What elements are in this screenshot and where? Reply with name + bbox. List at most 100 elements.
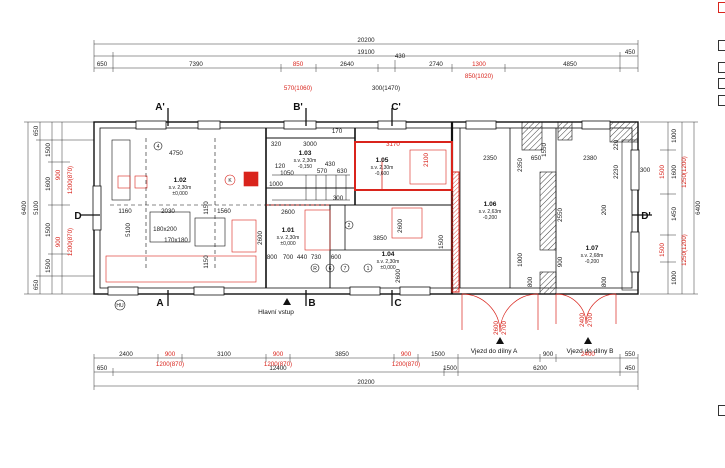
plan-symbols <box>114 141 373 311</box>
dim-left: 1500 <box>45 223 52 237</box>
dimension-label: 1550 <box>541 143 548 157</box>
room-level: ±0,000 <box>380 265 395 271</box>
dim-top-red: 850(1020) <box>465 73 493 80</box>
room-number: 1.03 <box>299 150 312 157</box>
legend-swatch <box>718 40 725 51</box>
symbol-marker <box>325 263 335 273</box>
dim-top: 650 <box>97 61 108 68</box>
dimension-label: 2600 <box>281 209 295 216</box>
symbol-marker <box>310 263 320 273</box>
section-label: B' <box>293 102 303 113</box>
symbol-text: 6 <box>329 266 332 272</box>
dimension-label: 120 <box>275 163 286 170</box>
symbol-text: HU <box>116 303 124 309</box>
dimension-label: 1150 <box>203 255 210 269</box>
section-lines <box>80 108 652 306</box>
dimension-label: 630 <box>337 168 348 175</box>
room-number: 1.04 <box>382 251 395 258</box>
dim-bottom-red: 1200(870) <box>392 361 420 368</box>
dimension-label: 170x180 <box>164 237 188 244</box>
dimension-label: 1500 <box>438 235 445 249</box>
dim-left: 1600 <box>45 177 52 191</box>
dimension-label: 220 <box>613 139 620 150</box>
room-number: 1.06 <box>484 201 497 208</box>
legend-swatch <box>718 78 725 89</box>
legend-swatch <box>718 405 725 416</box>
red-walls <box>266 141 460 293</box>
section-label: A <box>156 298 163 309</box>
dim-right-red: 1500 <box>659 165 666 179</box>
garage-a-label: Vjezd do dílny A <box>471 348 518 355</box>
dimension-label: 2600 <box>395 269 402 283</box>
dim-bottom-overall: 20200 <box>357 379 375 386</box>
room-area: s.v. 2,30m <box>294 158 317 164</box>
dimension-label: 2350 <box>517 158 524 172</box>
dim-top: 7390 <box>189 61 203 68</box>
entry-arrow <box>283 298 291 305</box>
dimension-label: 2100 <box>423 153 430 167</box>
symbol-marker <box>114 299 126 311</box>
garage-door-a-dim: 2600 <box>493 321 500 335</box>
dim-bottom: 2400 <box>119 351 133 358</box>
dim-overall-top-2: 19100 <box>357 49 375 56</box>
dim-right: 1000 <box>671 129 678 143</box>
room-number: 1.02 <box>174 177 187 184</box>
dimension-label: 430 <box>325 161 336 168</box>
dim-top: 850 <box>293 61 304 68</box>
dimension-label: 1560 <box>217 208 231 215</box>
dim-bottom-2: 1500 <box>443 365 457 372</box>
dimension-label: 200 <box>601 204 608 215</box>
dim-bottom-red: 1200(870) <box>156 361 184 368</box>
symbol-text: 4 <box>157 144 160 150</box>
symbol-text: 2 <box>348 223 351 229</box>
symbol-marker <box>344 220 354 230</box>
dimension-label: 2230 <box>613 165 620 179</box>
room-number: 1.01 <box>282 227 295 234</box>
entry-arrow <box>496 337 504 344</box>
room-labels: 1.02 s.v. 2,30m ±0,000 1.03 s.v. 2,30m -… <box>169 150 604 271</box>
dim-bottom-red: 1200(870) <box>264 361 292 368</box>
dim-top: 450 <box>625 49 636 56</box>
dim-top: 4850 <box>563 61 577 68</box>
dim-left: 650 <box>33 125 40 136</box>
dim-right: 1450 <box>671 207 678 221</box>
dimension-label: 900 <box>557 256 564 267</box>
section-label: C <box>394 298 401 309</box>
dim-right-red: 1250(1200) <box>681 234 688 266</box>
dim-bottom: 900 <box>273 351 284 358</box>
dimension-label: 300 <box>640 167 651 174</box>
windows <box>92 120 640 296</box>
room-level: -0,150 <box>298 164 312 170</box>
dimension-label: 2600 <box>257 231 264 245</box>
symbol-marker <box>243 171 259 187</box>
room-area: s.v. 2,30m <box>169 185 192 191</box>
dim-left: 5100 <box>33 201 40 215</box>
dimension-label: 800 <box>527 276 534 287</box>
legend-swatch <box>718 2 725 13</box>
garage-door-a-dim: 2700 <box>501 321 508 335</box>
room-level: -0,200 <box>483 215 497 221</box>
dim-left-red: 1200(870) <box>67 166 74 194</box>
dimension-label: 3170 <box>386 141 400 148</box>
section-label: B <box>308 298 315 309</box>
symbol-marker <box>224 174 236 186</box>
dim-left-red: 900 <box>55 169 62 180</box>
dim-bottom: 1500 <box>431 351 445 358</box>
dim-bottom: 900 <box>543 351 554 358</box>
dimension-label: 700 <box>283 254 294 261</box>
dim-top-red: 300(1470) <box>372 85 400 92</box>
room-level: ±0,000 <box>172 191 187 197</box>
dim-left-overall: 6400 <box>21 201 28 215</box>
room-level: -0,600 <box>375 171 389 177</box>
dim-bottom-2: 6200 <box>533 365 547 372</box>
dimension-label: 2380 <box>583 155 597 162</box>
dim-bottom: 2400 <box>581 351 595 358</box>
dimension-label: 3000 <box>303 141 317 148</box>
dimension-label: 800 <box>601 276 608 287</box>
dimension-label: 1050 <box>280 170 294 177</box>
dim-top: 2640 <box>340 61 354 68</box>
room-area: s.v. 2,30m <box>371 165 394 171</box>
bottom-dimensions <box>93 354 639 390</box>
dimension-label: 320 <box>271 141 282 148</box>
